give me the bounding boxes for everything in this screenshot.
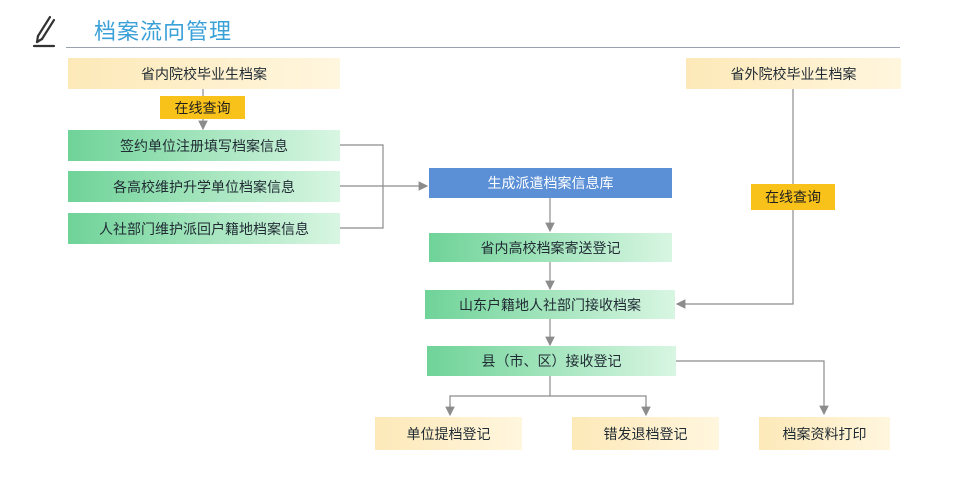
online-query-left-tag: 在线查询	[160, 96, 245, 119]
hr-maintain-box: 人社部门维护派回户籍地档案信息	[68, 213, 340, 244]
unit-register-box: 单位提档登记	[375, 417, 522, 450]
in-province-archive-box: 省内院校毕业生档案	[68, 58, 340, 89]
schools-maintain-box: 各高校维护升学单位档案信息	[68, 171, 340, 202]
online-query-right-tag: 在线查询	[751, 184, 835, 210]
dispatch-db-box: 生成派遣档案信息库	[429, 168, 672, 198]
pencil-icon	[32, 15, 56, 48]
page-title: 档案流向管理	[94, 20, 233, 45]
county-receive-box: 县（市、区）接收登记	[427, 346, 676, 376]
out-province-archive-box: 省外院校毕业生档案	[686, 58, 901, 89]
sign-unit-register-box: 签约单位注册填写档案信息	[68, 130, 340, 161]
misdelivery-return-box: 错发退档登记	[572, 417, 719, 450]
title-divider	[66, 47, 900, 48]
shandong-receive-box: 山东户籍地人社部门接收档案	[425, 290, 675, 319]
print-materials-box: 档案资料打印	[759, 417, 890, 450]
schools-send-box: 省内高校档案寄送登记	[429, 233, 672, 262]
